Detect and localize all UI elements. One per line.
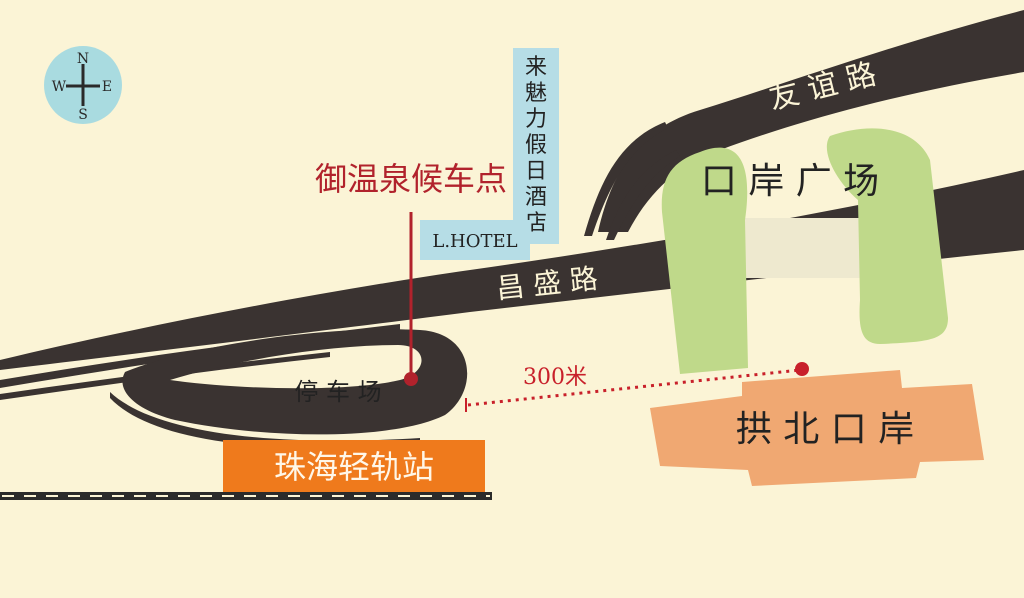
- distance-indicator: 300米: [465, 362, 809, 412]
- pickup-point: 御温泉候车点: [315, 160, 507, 386]
- parking-loop-road: [122, 329, 468, 435]
- distance-label: 300米: [523, 365, 587, 390]
- youyi-road-tail: [584, 122, 668, 236]
- railway-track: [0, 492, 492, 500]
- pickup-point-dot: [404, 372, 418, 386]
- l-hotel-box: [420, 220, 530, 260]
- roads: [0, 10, 1024, 448]
- distance-end-dot: [795, 362, 809, 376]
- parking-loop-road-tail: [110, 392, 420, 448]
- parking-label: 停 车 场: [294, 378, 381, 406]
- plaza-left-block: [661, 147, 748, 374]
- l-hotel-sign: L.HOTEL: [420, 220, 530, 260]
- laimei-hotel-char-7: 店: [525, 211, 547, 236]
- gongbei-port: 拱 北 口 岸: [650, 370, 984, 486]
- light-rail-station-box: [223, 440, 485, 492]
- compass-east: E: [102, 79, 112, 95]
- compass-north: N: [77, 51, 89, 67]
- plaza-right-block: [826, 128, 948, 344]
- light-rail-station-label: 珠海轻轨站: [274, 448, 434, 486]
- laimei-hotel-char-3: 力: [525, 107, 547, 132]
- laimei-hotel-box: [513, 48, 559, 244]
- light-rail-station: 珠海轻轨站: [223, 440, 485, 492]
- pickup-point-label: 御温泉候车点: [315, 160, 507, 198]
- youyi-road-tail-2: [606, 150, 680, 240]
- youyi-road: [598, 10, 1024, 232]
- laimei-hotel-sign: 来 魅 力 假 日 酒 店: [513, 48, 559, 244]
- changsheng-road: [0, 170, 1024, 370]
- compass-west: W: [52, 79, 67, 95]
- laimei-hotel-char-6: 酒: [525, 185, 547, 210]
- laimei-hotel-char-1: 来: [525, 55, 547, 80]
- compass: N S E W: [44, 46, 122, 124]
- gongbei-port-shape: [650, 370, 984, 486]
- port-plaza: [661, 128, 948, 374]
- plaza-connector: [735, 218, 865, 278]
- laimei-hotel-char-4: 假: [525, 133, 547, 158]
- laimei-hotel-char-5: 日: [525, 159, 547, 184]
- compass-south: S: [78, 107, 88, 123]
- l-hotel-label: L.HOTEL: [432, 231, 517, 252]
- gongbei-port-label: 拱 北 口 岸: [736, 409, 914, 450]
- port-plaza-label: 口 岸 广 场: [701, 161, 879, 202]
- laimei-hotel-char-2: 魅: [525, 81, 547, 106]
